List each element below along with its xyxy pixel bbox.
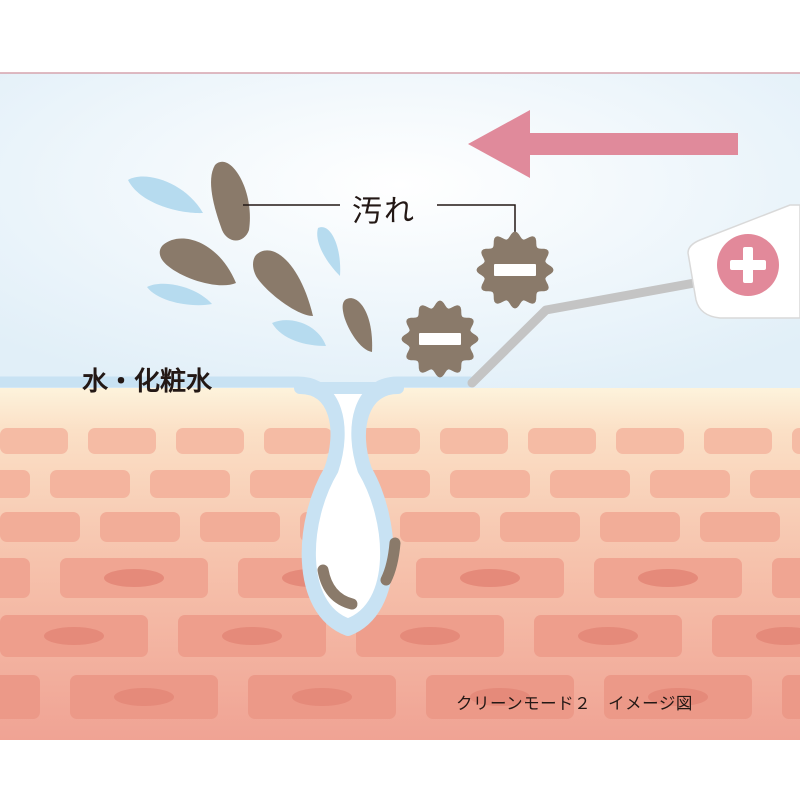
skin-cell <box>50 470 130 498</box>
skin-cell <box>750 470 800 498</box>
dirt-label: 汚れ <box>352 194 416 229</box>
cell-nucleus <box>400 627 460 645</box>
pore-dirt-right <box>380 537 401 586</box>
cell-nucleus <box>648 688 708 706</box>
skin-cell <box>550 470 630 498</box>
skin-cell <box>772 558 800 598</box>
water-droplets <box>128 176 341 346</box>
skin-cell <box>250 470 330 498</box>
skin-cell <box>450 470 530 498</box>
skin-cell <box>792 428 800 454</box>
cell-nucleus <box>638 569 698 587</box>
skin-cell <box>782 675 800 719</box>
skin-cell <box>400 512 480 542</box>
skin-cell <box>150 470 230 498</box>
skin-cell <box>0 675 40 719</box>
cell-nucleus <box>578 627 638 645</box>
skin-cell <box>88 428 156 454</box>
cell-nucleus <box>114 688 174 706</box>
cell-nucleus <box>44 627 104 645</box>
skin-cell <box>440 428 508 454</box>
skin-cells <box>0 428 800 719</box>
pore-dirt-left <box>317 564 358 610</box>
skin-cell <box>528 428 596 454</box>
dirt-particles <box>159 161 373 352</box>
skin-cell <box>0 428 68 454</box>
skin-cell <box>0 470 30 498</box>
arrow-left-icon <box>468 110 738 178</box>
dirt-leader-lines <box>243 204 516 243</box>
minus-ion-icon <box>401 300 479 378</box>
skin-cell <box>700 512 780 542</box>
skin-cell <box>0 558 30 598</box>
cell-nucleus <box>470 688 530 706</box>
skin-cell <box>650 470 730 498</box>
water-film <box>0 376 476 630</box>
skin-cell <box>200 512 280 542</box>
skin-cell <box>264 428 332 454</box>
diagram-caption: クリーンモード２ イメージ図 <box>456 694 693 713</box>
cell-nucleus <box>756 627 800 645</box>
minus-ion-icon <box>476 231 554 309</box>
skin-cell <box>0 512 80 542</box>
skin-cell <box>500 512 580 542</box>
probe-stem <box>467 277 705 388</box>
skin-cell <box>704 428 772 454</box>
device-head <box>687 204 800 319</box>
cell-nucleus <box>292 688 352 706</box>
cell-nucleus <box>460 569 520 587</box>
skin-tissue <box>0 388 800 740</box>
water-lotion-label: 水・化粧水 <box>82 367 213 397</box>
skin-cell <box>616 428 684 454</box>
skin-cell <box>600 512 680 542</box>
cell-nucleus <box>104 569 164 587</box>
skin-cell <box>176 428 244 454</box>
air-region <box>0 73 800 393</box>
skin-cell <box>100 512 180 542</box>
skin-cell <box>352 428 420 454</box>
cell-nucleus <box>222 627 282 645</box>
